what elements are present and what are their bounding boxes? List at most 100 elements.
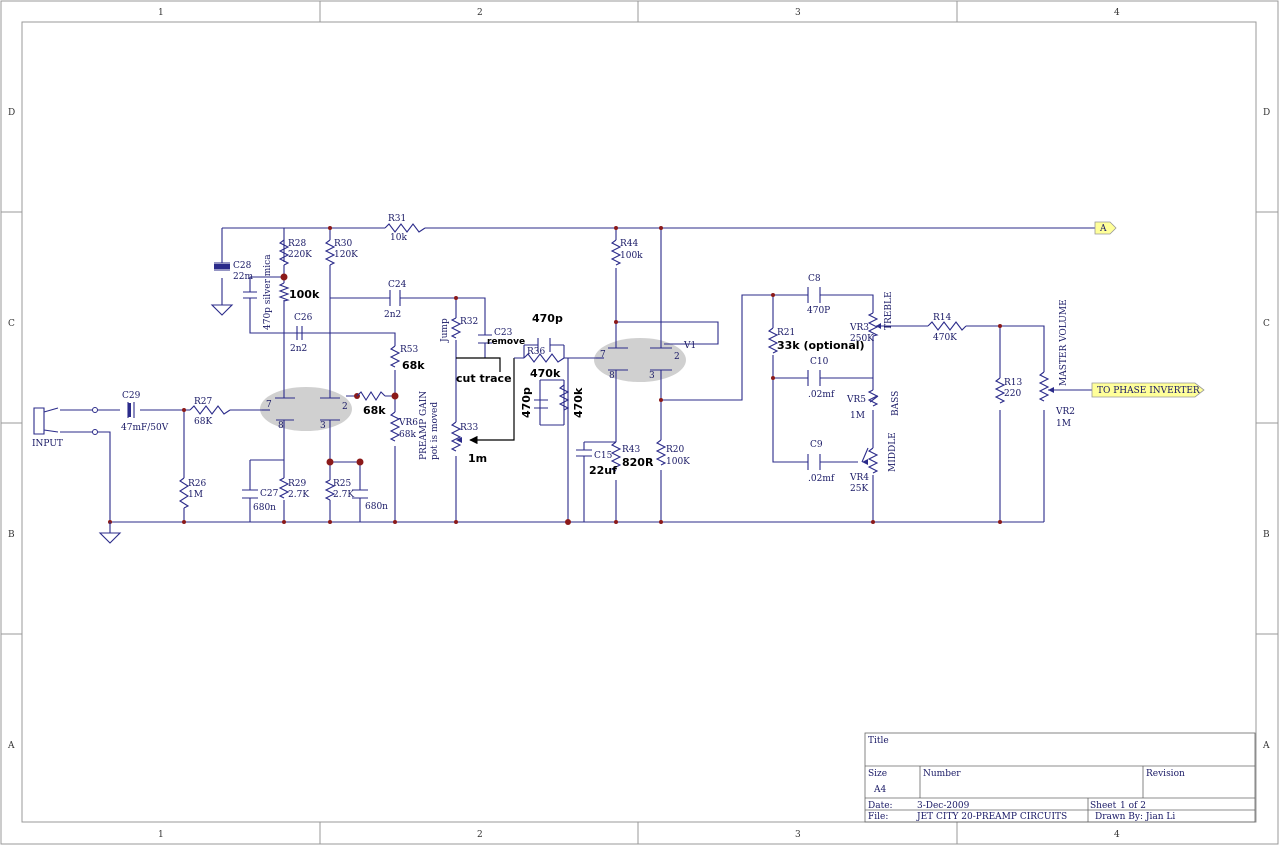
svg-text:A: A (1099, 224, 1107, 234)
label-r26-val: 1M (188, 490, 203, 500)
label-c10: C10 (810, 357, 829, 367)
row-label: D (8, 108, 15, 118)
resistor-r26 (178, 477, 190, 509)
date-value: 3-Dec-2009 (917, 801, 970, 811)
label-cut-trace: cut trace (456, 372, 512, 385)
label-c15: C15 (594, 451, 613, 461)
col-label: 1 (158, 830, 164, 840)
col-label: 3 (795, 8, 801, 18)
capacitor-c15 (576, 449, 592, 457)
label-r36: R36 (527, 347, 546, 357)
label-c26: C26 (294, 313, 313, 323)
resistor-r32 (450, 317, 462, 339)
label-r36-val: 470k (530, 367, 561, 380)
capacitor-c8 (807, 287, 821, 303)
label-vr3: VR3 (849, 323, 869, 333)
sheet-label: Sheet (1090, 801, 1117, 811)
input-jack-icon (33, 407, 59, 435)
capacitor-c23 (478, 334, 492, 344)
label-r21-val: 33k (optional) (777, 339, 865, 352)
label-r33: R33 (460, 423, 479, 433)
label-pin3: 3 (320, 421, 326, 431)
net-flag-a: A (1094, 221, 1117, 235)
resistor-mod-470k (558, 384, 570, 411)
label-v1-pin3: 3 (649, 371, 655, 381)
row-label: A (7, 741, 15, 751)
capacitor-c10 (807, 370, 821, 386)
resistor-mod-68k (356, 390, 386, 402)
label-r26: R26 (188, 479, 207, 489)
component-labels: INPUT C29 47mF/50V R27 68K R26 1M C28 22… (32, 214, 1075, 513)
label-pin8: 8 (278, 421, 284, 431)
tube-internals-icon (608, 343, 672, 378)
label-r14-val: 470K (933, 333, 957, 343)
label-middle: MIDDLE (888, 432, 898, 472)
capacitor-c-680n (352, 489, 368, 499)
label-pin7: 7 (266, 400, 272, 410)
capacitor-c28 (214, 262, 230, 271)
label-r25-val: 2.7K (333, 490, 354, 500)
col-label: 4 (1114, 830, 1120, 840)
ground-icon (98, 522, 122, 544)
label-r31: R31 (388, 214, 406, 224)
label-r25: R25 (333, 479, 352, 489)
title-block: Title Size A4 Number Revision Date: 3-De… (864, 732, 1256, 823)
wires (60, 227, 1095, 523)
label-c29-val: 47mF/50V (121, 423, 169, 433)
revision-label: Revision (1146, 769, 1185, 779)
label-vr5-val: 1M (850, 411, 865, 421)
label-vr4: VR4 (849, 473, 869, 483)
label-r30-val: 120K (334, 250, 358, 260)
label-r53-val: 68k (402, 359, 425, 372)
net-flag-phase-inverter: TO PHASE INVERTER (1091, 382, 1205, 398)
row-label: B (1263, 530, 1270, 540)
label-c27-val: 680n (253, 503, 276, 513)
title-label: Title (868, 736, 889, 746)
label-vr6-val: 68k (399, 430, 416, 440)
drawn-by: Drawn By: Jian Li (1095, 812, 1175, 822)
label-c10-val: .02mf (808, 390, 835, 400)
label-c15-val: 22uf (589, 464, 617, 477)
label-master-volume: MASTER VOLUME (1059, 299, 1069, 386)
label-mod-100k: 100k (289, 288, 320, 301)
label-vr5: VR5 (846, 395, 866, 405)
label-c28: C28 (233, 261, 252, 271)
capacitor-silver-mica (243, 291, 257, 320)
label-r43: R43 (622, 445, 641, 455)
row-label: C (1263, 319, 1270, 329)
size-label: Size (868, 769, 887, 779)
label-r53: R53 (400, 345, 419, 355)
number-label: Number (923, 769, 961, 779)
label-r29-val: 2.7K (288, 490, 309, 500)
label-mod-470p-top: 470p (532, 312, 563, 325)
label-c28-val: 22m (233, 272, 253, 282)
resistor-r28 (278, 239, 290, 266)
size-value: A4 (873, 785, 886, 795)
label-c-680n: 680n (365, 502, 388, 512)
label-treble: TREBLE (884, 291, 894, 330)
capacitor-c27 (242, 489, 258, 499)
label-c9: C9 (810, 440, 823, 450)
label-r32: R32 (460, 317, 478, 327)
label-v1-pin2: 2 (674, 352, 680, 362)
label-r30: R30 (334, 239, 353, 249)
label-r20-val: 100K (666, 457, 690, 467)
row-label: A (1262, 741, 1270, 751)
label-pin2: 2 (342, 402, 348, 412)
capacitor-mod-470p-top (537, 338, 551, 352)
tube-v-first (260, 387, 352, 431)
label-r33-val: 1m (468, 452, 487, 465)
label-c24: C24 (388, 280, 407, 290)
file-value: JET CITY 20-PREAMP CIRCUITS (916, 812, 1067, 822)
col-label: 1 (158, 8, 164, 18)
label-mod-470p-v: 470p (520, 387, 533, 418)
label-remove: remove (487, 337, 525, 347)
label-v1: V1 (683, 341, 696, 351)
label-input: INPUT (32, 439, 63, 449)
label-c29: C29 (122, 391, 141, 401)
label-silver-mica: 470p silver mica (263, 254, 273, 330)
label-vr6: VR6 (398, 418, 418, 428)
resistor-r29 (278, 477, 290, 499)
